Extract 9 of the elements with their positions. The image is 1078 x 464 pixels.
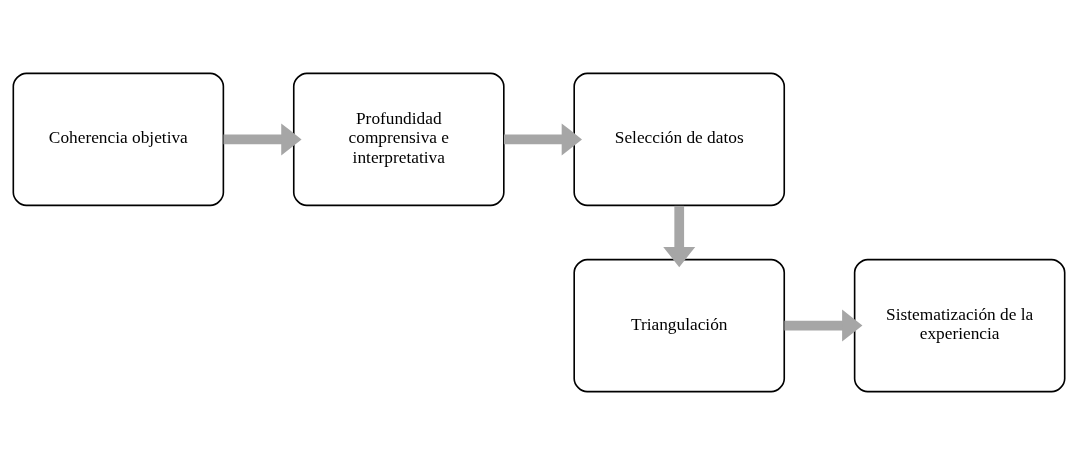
arrow (784, 309, 863, 342)
arrow (663, 205, 696, 267)
node-box: Profundidad comprensiva e interpretativa (292, 72, 505, 206)
arrow (223, 122, 302, 155)
node-box: Coherencia objetiva (12, 72, 225, 206)
node-box: Selección de datos (573, 72, 786, 206)
arrow (503, 122, 582, 155)
node-box: Triangulación (573, 258, 786, 392)
node-box: Sistematización de la experiencia (853, 258, 1066, 392)
